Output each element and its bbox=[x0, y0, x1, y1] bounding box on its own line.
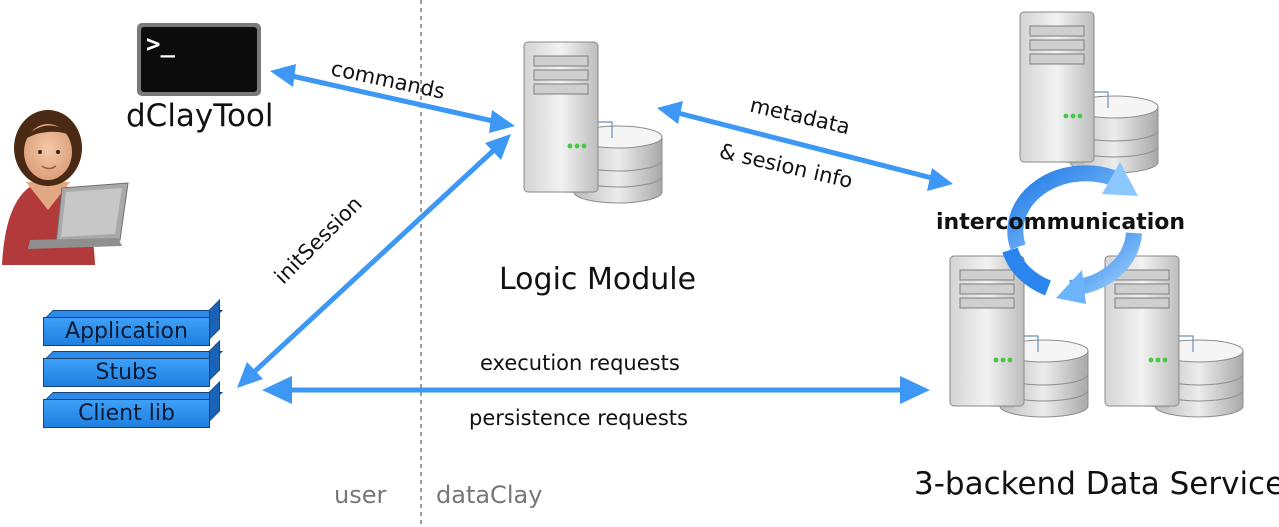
data-service-server-1-icon bbox=[1019, 11, 1159, 174]
init-session-arrow bbox=[252, 148, 496, 374]
data-service-server-2-icon bbox=[949, 255, 1089, 418]
dclaytool-label: dClayTool bbox=[126, 98, 274, 134]
init-session-arrowhead-top bbox=[485, 134, 511, 160]
logic-module-label: Logic Module bbox=[499, 262, 697, 297]
stack-layer-application: Application bbox=[43, 299, 223, 346]
user-avatar-icon bbox=[2, 110, 129, 265]
init-session-arrowhead-bottom bbox=[237, 362, 263, 388]
terminal-prompt-glyph: >_ bbox=[146, 30, 175, 58]
stack-layer-stubs-label: Stubs bbox=[43, 358, 210, 387]
commands-arrowhead-left bbox=[270, 64, 296, 87]
intercommunication-cycle-icon bbox=[1002, 162, 1142, 304]
persistence-requests-label: persistence requests bbox=[469, 406, 688, 430]
commands-arrow bbox=[291, 73, 494, 124]
stack-layer-client-lib-label: Client lib bbox=[43, 399, 210, 428]
dataclay-zone-label: dataClay bbox=[436, 481, 543, 509]
stack-layer-application-label: Application bbox=[43, 317, 210, 346]
user-zone-label: user bbox=[334, 481, 387, 509]
data-service-server-3-icon bbox=[1104, 255, 1244, 418]
requests-arrowhead-left bbox=[262, 376, 292, 404]
metadata-arrowhead-left bbox=[657, 101, 683, 124]
intercommunication-label: intercommunication bbox=[936, 210, 1186, 235]
data-service-label: 3-backend Data Service bbox=[914, 466, 1279, 502]
commands-arrowhead-right bbox=[489, 110, 515, 133]
stack-layer-stubs: Stubs bbox=[43, 340, 223, 387]
logic-module-server-icon bbox=[523, 41, 663, 204]
stack-layer-client-lib: Client lib bbox=[43, 381, 223, 428]
requests-arrowhead-right bbox=[900, 376, 930, 404]
metadata-arrow bbox=[677, 110, 933, 181]
terminal-icon: >_ bbox=[137, 23, 261, 96]
execution-requests-label: execution requests bbox=[480, 351, 680, 375]
metadata-arrowhead-right bbox=[927, 168, 953, 191]
